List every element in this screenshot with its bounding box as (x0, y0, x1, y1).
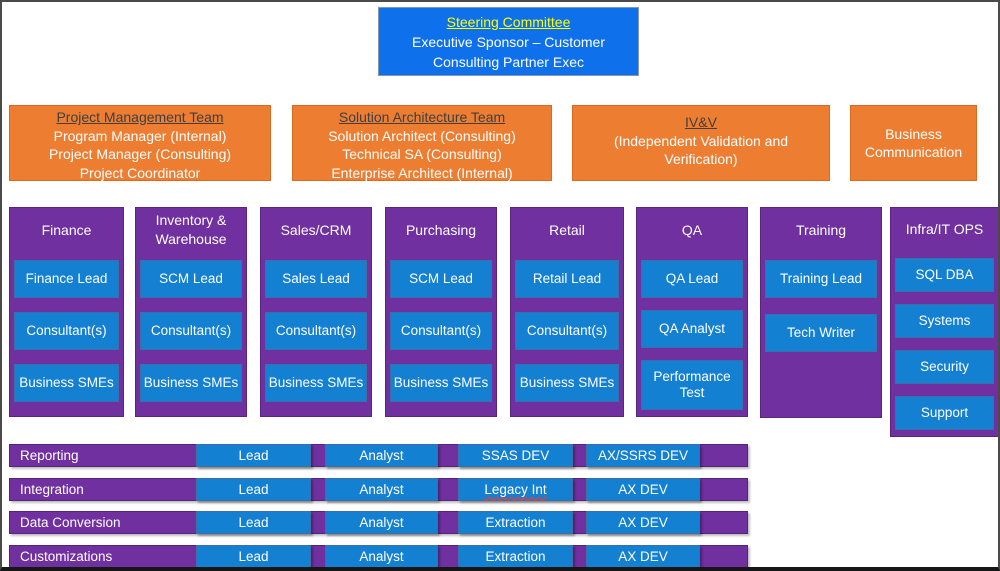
stream-cell-lead: Lead (196, 545, 311, 567)
role-box: SQL DBA (895, 258, 994, 292)
column-title: QA (681, 221, 703, 238)
stream-cell-ax-dev: AX DEV (586, 545, 700, 567)
org-column-sales-crm: Sales/CRM Sales Lead Consultant(s) Busin… (260, 207, 372, 417)
org-column-retail: Retail Retail Lead Consultant(s) Busines… (510, 207, 624, 417)
role-box: Business SMEs (265, 364, 367, 402)
column-title: Inventory & Warehouse (155, 212, 227, 247)
column-title: Infra/IT OPS (905, 220, 984, 237)
column-title: Training (795, 221, 847, 238)
org-column-inventory-warehouse: Inventory & Warehouse SCM Lead Consultan… (135, 207, 247, 417)
team-title: Project Management Team (56, 109, 224, 125)
stream-name: Data Conversion (20, 515, 121, 530)
stream-bar-integration: Integration Lead Analyst Legacy Int AX D… (9, 478, 748, 501)
role-box: SCM Lead (390, 260, 492, 298)
role-box: Business SMEs (14, 364, 119, 402)
org-column-purchasing: Purchasing SCM Lead Consultant(s) Busine… (385, 207, 497, 417)
stream-cell-analyst: Analyst (325, 444, 438, 467)
steering-committee-box: Steering Committee Executive Sponsor – C… (378, 7, 639, 76)
column-title: Finance (41, 221, 92, 238)
role-box: Finance Lead (14, 260, 119, 298)
role-box: QA Analyst (641, 310, 743, 348)
stream-cell-analyst: Analyst (325, 511, 438, 534)
role-box: Consultant(s) (265, 312, 367, 350)
stream-cell-ax-dev: AX DEV (586, 511, 700, 534)
team-box-solution-architecture: Solution Architecture Team Solution Arch… (292, 105, 552, 181)
team-line: Project Manager (Consulting) (48, 146, 232, 162)
team-body: (Independent Validation and Verification… (613, 132, 789, 168)
role-box: QA Lead (641, 260, 743, 298)
stream-name: Integration (20, 482, 84, 497)
stream-cell-analyst: Analyst (325, 545, 438, 567)
role-box: SCM Lead (140, 260, 242, 298)
stream-bar-data-conversion: Data Conversion Lead Analyst Extraction … (9, 511, 748, 534)
role-box: Sales Lead (265, 260, 367, 298)
stream-cell-extraction: Extraction (458, 545, 573, 567)
misspelled-text: Legacy Int (484, 482, 547, 497)
team-line: Solution Architect (Consulting) (328, 127, 516, 144)
role-box: Systems (895, 304, 994, 338)
stream-cell-lead: Lead (196, 444, 311, 467)
steering-line-2: Consulting Partner Exec (433, 54, 584, 70)
stream-cell-lead: Lead (196, 478, 311, 501)
stream-cell-ax-dev: AX DEV (586, 478, 700, 501)
stream-name: Customizations (20, 549, 113, 564)
role-box: Consultant(s) (14, 312, 119, 350)
team-line: Technical SA (Consulting) (342, 146, 502, 162)
steering-committee-title: Steering Committee (446, 14, 571, 30)
role-box: Security (895, 350, 994, 384)
role-box: Training Lead (765, 260, 877, 298)
org-column-training: Training Training Lead Tech Writer (760, 207, 882, 418)
stream-cell-analyst: Analyst (325, 478, 438, 501)
stream-cell-lead: Lead (196, 511, 311, 534)
role-box: Support (895, 396, 994, 430)
team-box-project-management: Project Management Team Program Manager … (9, 105, 271, 181)
team-line: Program Manager (Internal) (53, 127, 227, 144)
column-title: Retail (549, 221, 585, 238)
team-title: IV&V (685, 114, 717, 130)
team-label: Business Communication (864, 125, 963, 161)
org-column-qa: QA QA Lead QA Analyst Performance Test (636, 207, 748, 417)
team-box-ivv: IV&V (Independent Validation and Verific… (572, 105, 830, 181)
org-column-finance: Finance Finance Lead Consultant(s) Busin… (9, 207, 124, 417)
role-box: Business SMEs (390, 364, 492, 402)
role-box: Retail Lead (515, 260, 619, 298)
stream-cell-extraction: Extraction (458, 511, 573, 534)
team-box-business-communication: Business Communication (850, 105, 977, 181)
stream-cell-ax-ssrs-dev: AX/SSRS DEV (586, 444, 700, 467)
role-box: Business SMEs (140, 364, 242, 402)
role-box: Consultant(s) (515, 312, 619, 350)
team-title: Solution Architecture Team (338, 109, 506, 125)
org-column-infra-it-ops: Infra/IT OPS SQL DBA Systems Security Su… (890, 207, 998, 437)
team-line: Project Coordinator (79, 164, 201, 181)
stream-bar-customizations: Customizations Lead Analyst Extraction A… (9, 545, 748, 567)
role-box: Performance Test (641, 360, 743, 410)
stream-cell-ssas-dev: SSAS DEV (458, 444, 573, 467)
role-box: Consultant(s) (390, 312, 492, 350)
stream-bar-reporting: Reporting Lead Analyst SSAS DEV AX/SSRS … (9, 444, 748, 467)
role-box: Tech Writer (765, 314, 877, 352)
steering-line-1: Executive Sponsor – Customer (412, 34, 605, 50)
team-line: Enterprise Architect (Internal) (331, 164, 513, 181)
stream-name: Reporting (20, 448, 79, 463)
stream-cell-legacy-int: Legacy Int (458, 478, 573, 501)
role-box: Consultant(s) (140, 312, 242, 350)
role-box: Business SMEs (515, 364, 619, 402)
column-title: Purchasing (405, 221, 477, 238)
column-title: Sales/CRM (280, 221, 352, 238)
